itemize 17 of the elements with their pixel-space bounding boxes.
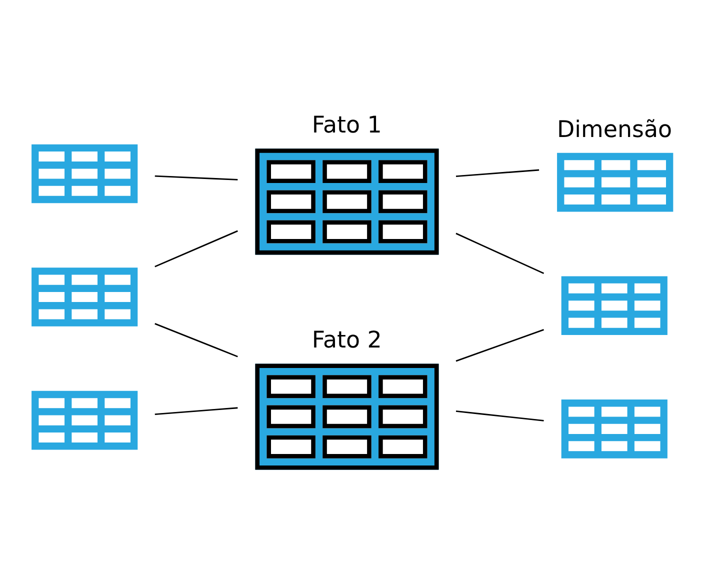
connector <box>456 232 544 274</box>
node-box <box>557 152 674 212</box>
node-box <box>32 144 138 203</box>
node-label: Dimensão <box>557 116 672 142</box>
node-box <box>32 390 138 450</box>
connector <box>154 230 238 267</box>
connector <box>154 406 238 414</box>
node-label: Fato 1 <box>312 112 382 138</box>
connector <box>154 174 238 180</box>
node-box <box>32 267 138 326</box>
node-box <box>561 399 668 458</box>
connector <box>154 322 238 357</box>
node-label: Fato 2 <box>312 327 382 354</box>
node-box <box>561 276 668 335</box>
connector <box>456 168 540 177</box>
connector <box>456 410 544 421</box>
connector <box>456 328 544 362</box>
